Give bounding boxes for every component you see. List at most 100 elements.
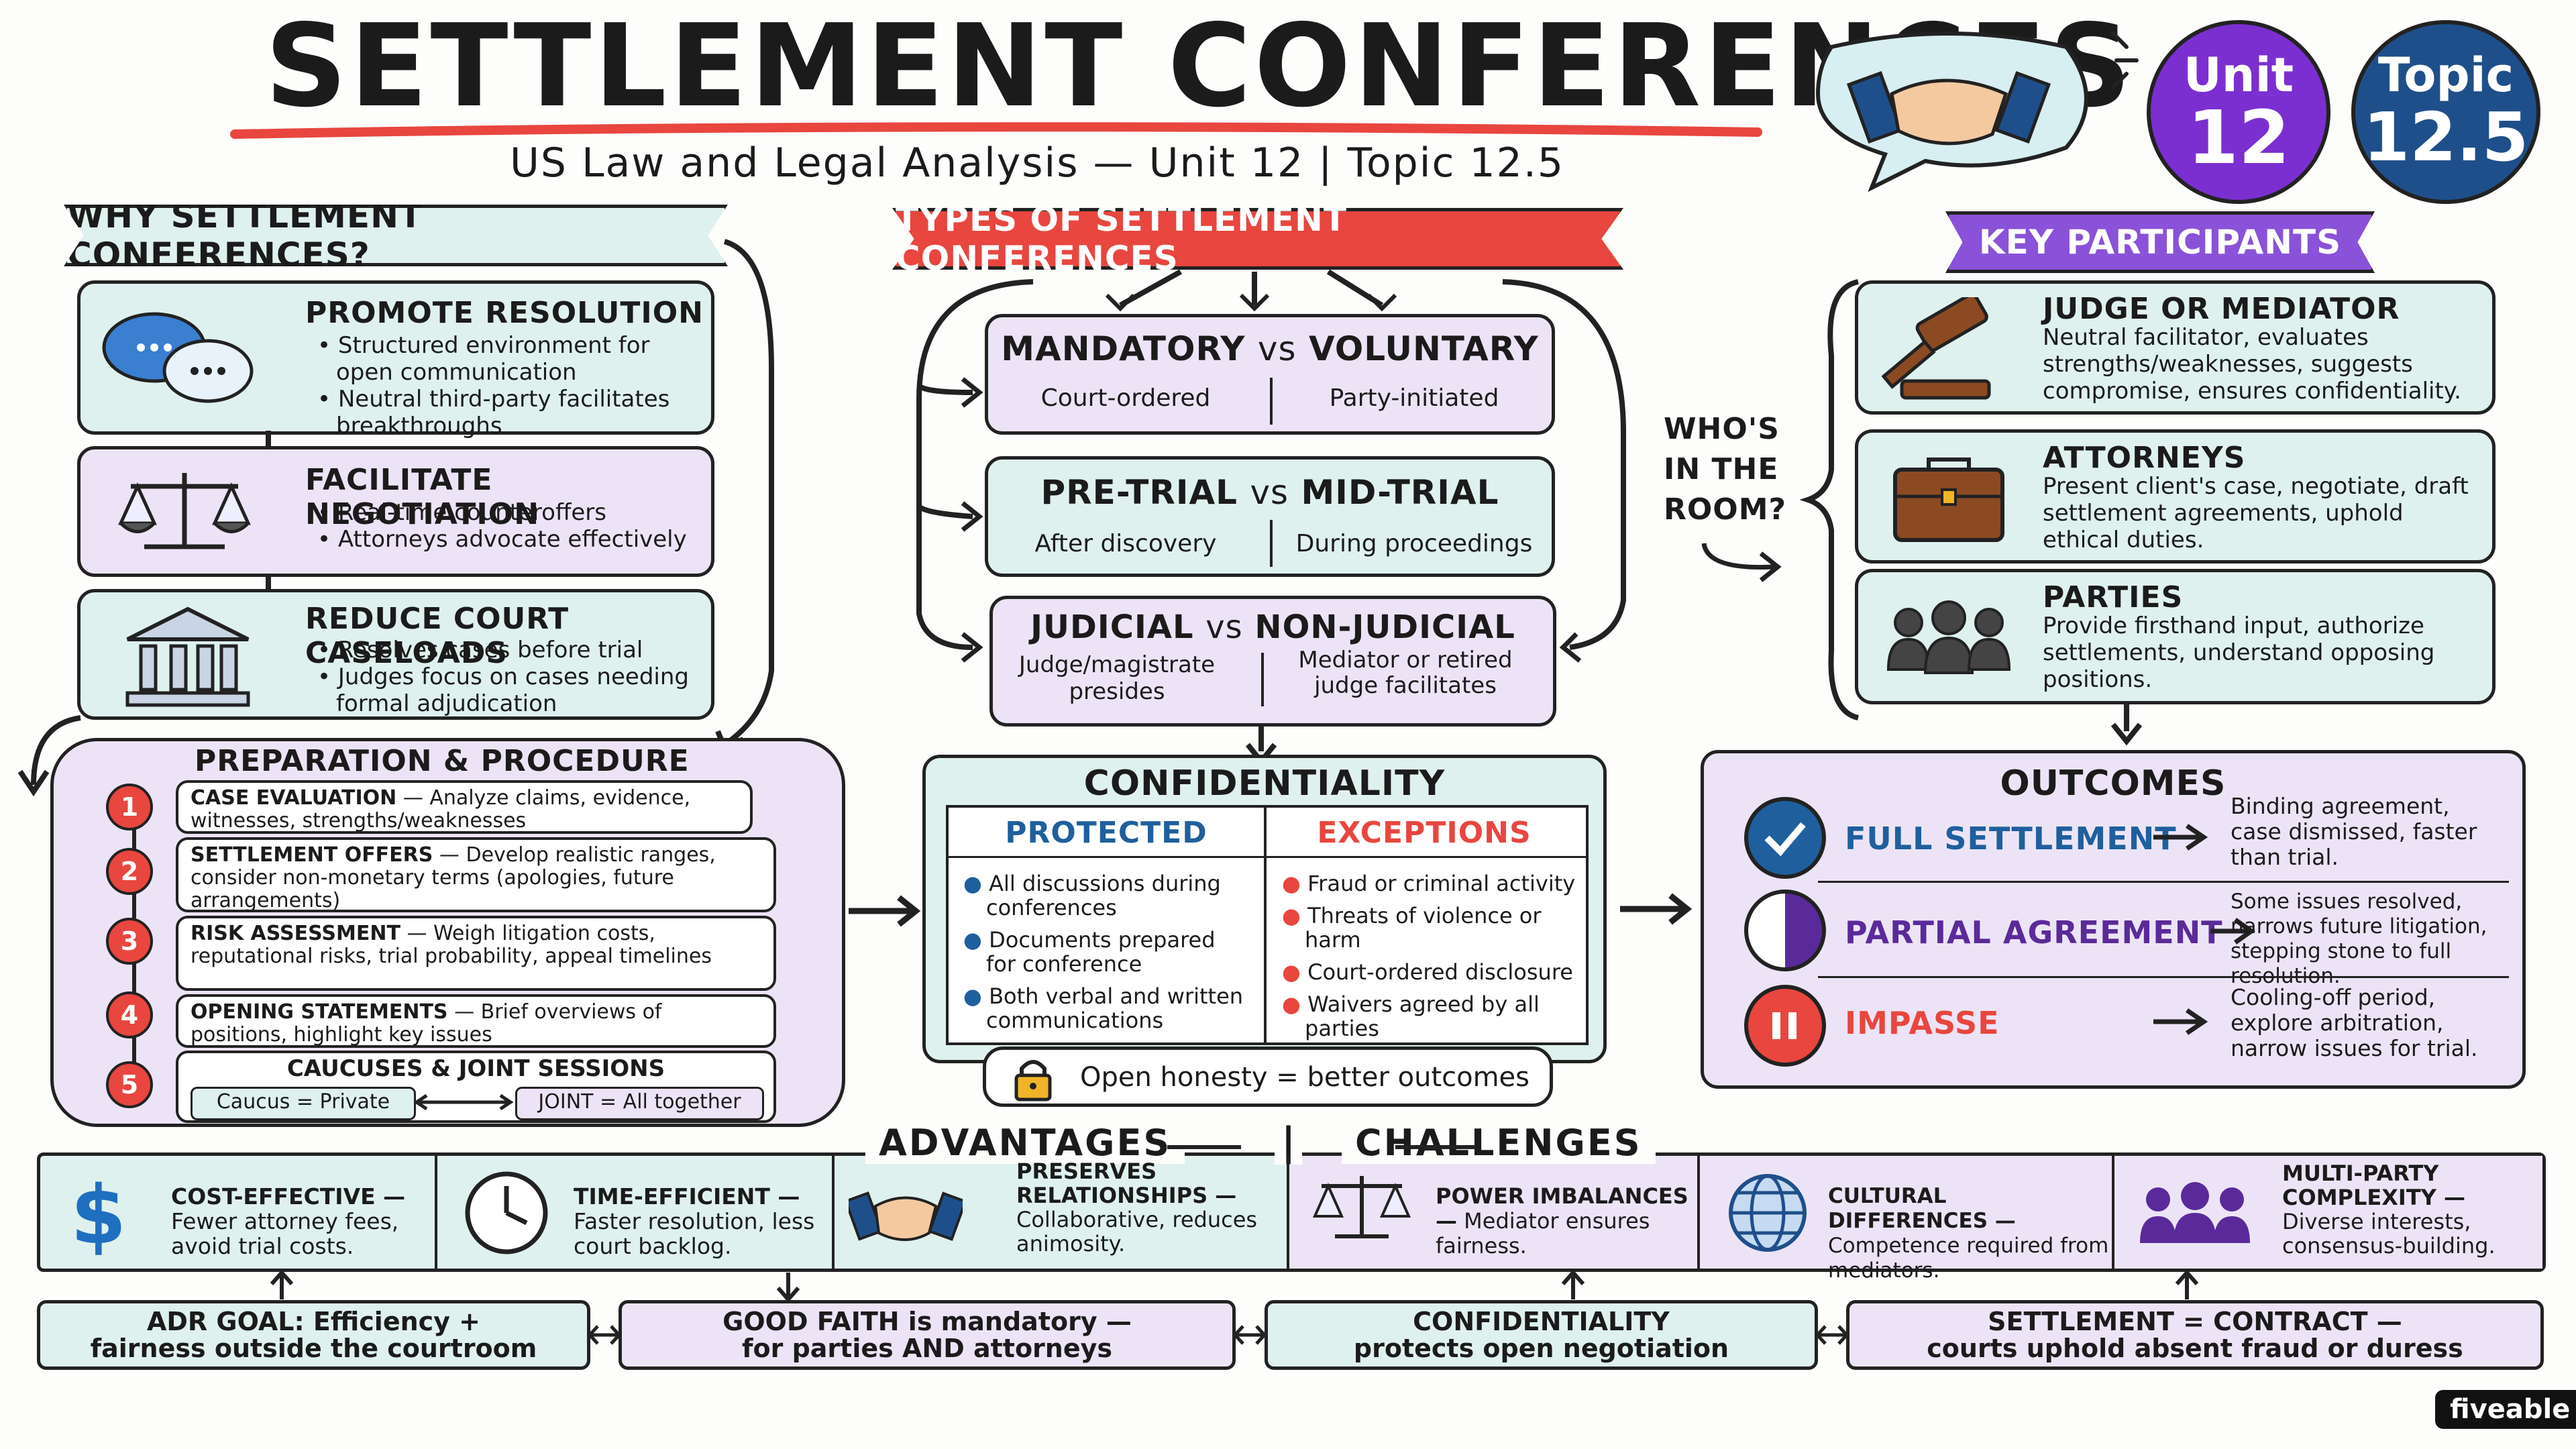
challenge-cultural: CULTURAL DIFFERENCES — Competence requir…: [1701, 1156, 2111, 1283]
globe-icon: [1729, 1174, 1807, 1252]
confidentiality-footer-text: Open honesty = better outcomes: [1080, 1062, 1529, 1093]
briefcase-icon: [1893, 458, 2004, 542]
scales-icon: [1312, 1176, 1411, 1238]
why-banner: WHY SETTLEMENT CONFERENCES?: [64, 205, 728, 266]
topic-number: 12.5: [2363, 98, 2529, 176]
title-underline: [230, 122, 1762, 139]
participant-heading-3: PARTIES: [2043, 580, 2184, 614]
preparation-heading: PREPARATION & PROCEDURE: [195, 744, 690, 778]
takeaway-contract: SETTLEMENT = CONTRACT — courts uphold ab…: [1846, 1300, 2544, 1370]
up-arrow: [1561, 1269, 1585, 1299]
courthouse-icon: [125, 606, 250, 707]
type-pair-title: PRE-TRIAL vs MID-TRIAL: [1040, 473, 1499, 512]
padlock-icon: [1014, 1060, 1052, 1102]
list-item: ● Court-ordered disclosure: [1282, 959, 1573, 985]
double-arrow: [1233, 1325, 1267, 1345]
outcome-label-2: PARTIAL AGREEMENT: [1845, 914, 2223, 951]
outcomes-heading: OUTCOMES: [2000, 763, 2226, 804]
outcome-desc-3: Cooling-off period, explore arbitration,…: [2231, 984, 2478, 1061]
brand-logo: fiveable: [2435, 1390, 2576, 1429]
list-item: ● Fraud or criminal activity: [1282, 871, 1576, 896]
type-card-mandatory: MANDATORY vs VOLUNTARY Court-ordered Par…: [985, 314, 1555, 435]
why-heading-3: REDUCE COURT CASELOADS: [305, 602, 570, 670]
why-heading-2: FACILITATE NEGOTIATION: [305, 463, 540, 531]
right-arrow: [849, 895, 921, 927]
step-number: 1: [106, 784, 153, 830]
challenge-power-text: POWER IMBALANCES — Mediator ensures fair…: [1436, 1183, 1688, 1258]
step-opening-statements: OPENING STATEMENTS — Brief overviews of …: [176, 994, 776, 1048]
half-circle-icon: [1744, 890, 1826, 971]
double-arrow: [1815, 1325, 1849, 1345]
why-card-facilitate: FACILITATE NEGOTIATION • Real-time count…: [77, 446, 714, 577]
sparkle-icon: [2111, 32, 2139, 89]
advantage-cost-text: COST-EFFECTIVE — Fewer attorney fees, av…: [171, 1183, 406, 1259]
outcome-label-1: FULL SETTLEMENT: [1845, 820, 2177, 857]
why-card-promote: PROMOTE RESOLUTION • Structured environm…: [77, 280, 714, 439]
takeaway-adr: ADR GOAL: Efficiency + fairness outside …: [37, 1300, 590, 1370]
participant-heading-2: ATTORNEYS: [2043, 441, 2246, 475]
cell-divider: [1287, 1156, 1289, 1269]
takeaway-line: protects open negotiation: [1353, 1334, 1729, 1363]
takeaway-good-faith: GOOD FAITH is mandatory — for parties AN…: [619, 1300, 1236, 1370]
participant-card-attorneys: ATTORNEYS Present client's case, negotia…: [1855, 429, 2496, 564]
outcomes-panel: OUTCOMES FULL SETTLEMENT Binding agreeme…: [1701, 750, 2526, 1089]
scales-icon: [118, 473, 251, 549]
bullet: • Real-time counteroffers: [317, 499, 606, 526]
type-divider: [1270, 520, 1273, 567]
outcome-desc-1: Binding agreement, case dismissed, faste…: [2231, 793, 2477, 870]
confidentiality-heading: CONFIDENTIALITY: [1083, 763, 1446, 804]
up-arrow: [2175, 1269, 2199, 1299]
outcome-desc-2: Some issues resolved, narrows future lit…: [2231, 890, 2487, 988]
why-banner-label: WHY SETTLEMENT CONFERENCES?: [67, 197, 423, 274]
step-caucuses: CAUCUSES & JOINT SESSIONS Caucus = Priva…: [176, 1051, 776, 1123]
type-left-desc: Court-ordered: [1040, 384, 1211, 412]
participant-desc-3: Provide firsthand input, authorize settl…: [2043, 612, 2435, 693]
type-pair-title: MANDATORY vs VOLUNTARY: [1001, 329, 1539, 368]
list-item: ● All discussions during conferences: [963, 871, 1221, 920]
cell-divider: [1697, 1156, 1700, 1269]
caucus-pill: Caucus = Private: [191, 1087, 416, 1120]
advantage-time-text: TIME-EFFICIENT — Faster resolution, less…: [574, 1183, 815, 1259]
outcome-label-3: IMPASSE: [1845, 1005, 2000, 1041]
type-card-pretrial: PRE-TRIAL vs MID-TRIAL After discovery D…: [985, 456, 1555, 577]
takeaway-line: fairness outside the courtroom: [90, 1334, 537, 1363]
protected-list: ● All discussions during conferences ● D…: [962, 871, 1250, 1032]
takeaway-line: ADR GOAL: Efficiency +: [146, 1307, 481, 1336]
step-case-evaluation: CASE EVALUATION — Analyze claims, eviden…: [176, 780, 753, 834]
bullet: • Structured environment for open commun…: [317, 332, 650, 386]
unit-number: 12: [2187, 95, 2290, 180]
why-bullets-1: • Structured environment for open commun…: [312, 332, 701, 439]
step-number: 3: [106, 918, 153, 965]
confidentiality-panel: CONFIDENTIALITY PROTECTED EXCEPTIONS ● A…: [922, 755, 1607, 1063]
type-card-judicial: JUDICIAL vs NON-JUDICIAL Judge/magistrat…: [989, 596, 1556, 727]
cell-divider: [832, 1156, 835, 1269]
joint-pill: JOINT = All together: [515, 1087, 764, 1120]
challenges-bg: [1288, 1156, 2542, 1269]
page-subtitle: US Law and Legal Analysis — Unit 12 | To…: [510, 140, 1565, 186]
advantage-cost: $ COST-EFFECTIVE — Fewer attorney fees, …: [40, 1156, 433, 1269]
people-group-icon: [1886, 600, 2011, 674]
checkmark-icon: [1744, 797, 1826, 879]
participant-card-judge: JUDGE OR MEDIATOR Neutral facilitator, e…: [1855, 280, 2496, 415]
type-right-desc: During proceedings: [1295, 530, 1533, 557]
confidentiality-table: PROTECTED EXCEPTIONS ● All discussions d…: [946, 805, 1589, 1045]
advantages-label: ADVANTAGES: [865, 1122, 1185, 1164]
up-arrow: [270, 1269, 294, 1299]
step-settlement-offers: SETTLEMENT OFFERS — Develop realistic ra…: [176, 837, 776, 912]
caucus-heading: CAUCUSES & JOINT SESSIONS: [286, 1055, 665, 1082]
participant-desc-2: Present client's case, negotiate, draft …: [2043, 473, 2469, 553]
type-left-desc: After discovery: [1034, 530, 1217, 557]
right-arrow: [2153, 824, 2208, 851]
takeaway-line: CONFIDENTIALITY: [1413, 1307, 1670, 1336]
type-divider: [1270, 378, 1273, 425]
participant-card-parties: PARTIES Provide firsthand input, authori…: [1855, 569, 2496, 704]
advantage-time: TIME-EFFICIENT — Faster resolution, less…: [439, 1156, 832, 1269]
why-bullets-2: • Real-time counteroffers • Attorneys ad…: [312, 499, 688, 553]
divider: [1818, 976, 2509, 978]
bullet: • Resolves cases before trial: [317, 637, 643, 663]
participant-desc-1: Neutral facilitator, evaluates strengths…: [2043, 324, 2461, 405]
who-in-room-label: WHO'S IN THE ROOM?: [1664, 412, 1786, 527]
curved-arrow: [1701, 543, 1782, 582]
step-risk-assessment: RISK ASSESSMENT — Weigh litigation costs…: [176, 916, 776, 991]
bullet: • Judges focus on cases needing formal a…: [317, 663, 689, 717]
